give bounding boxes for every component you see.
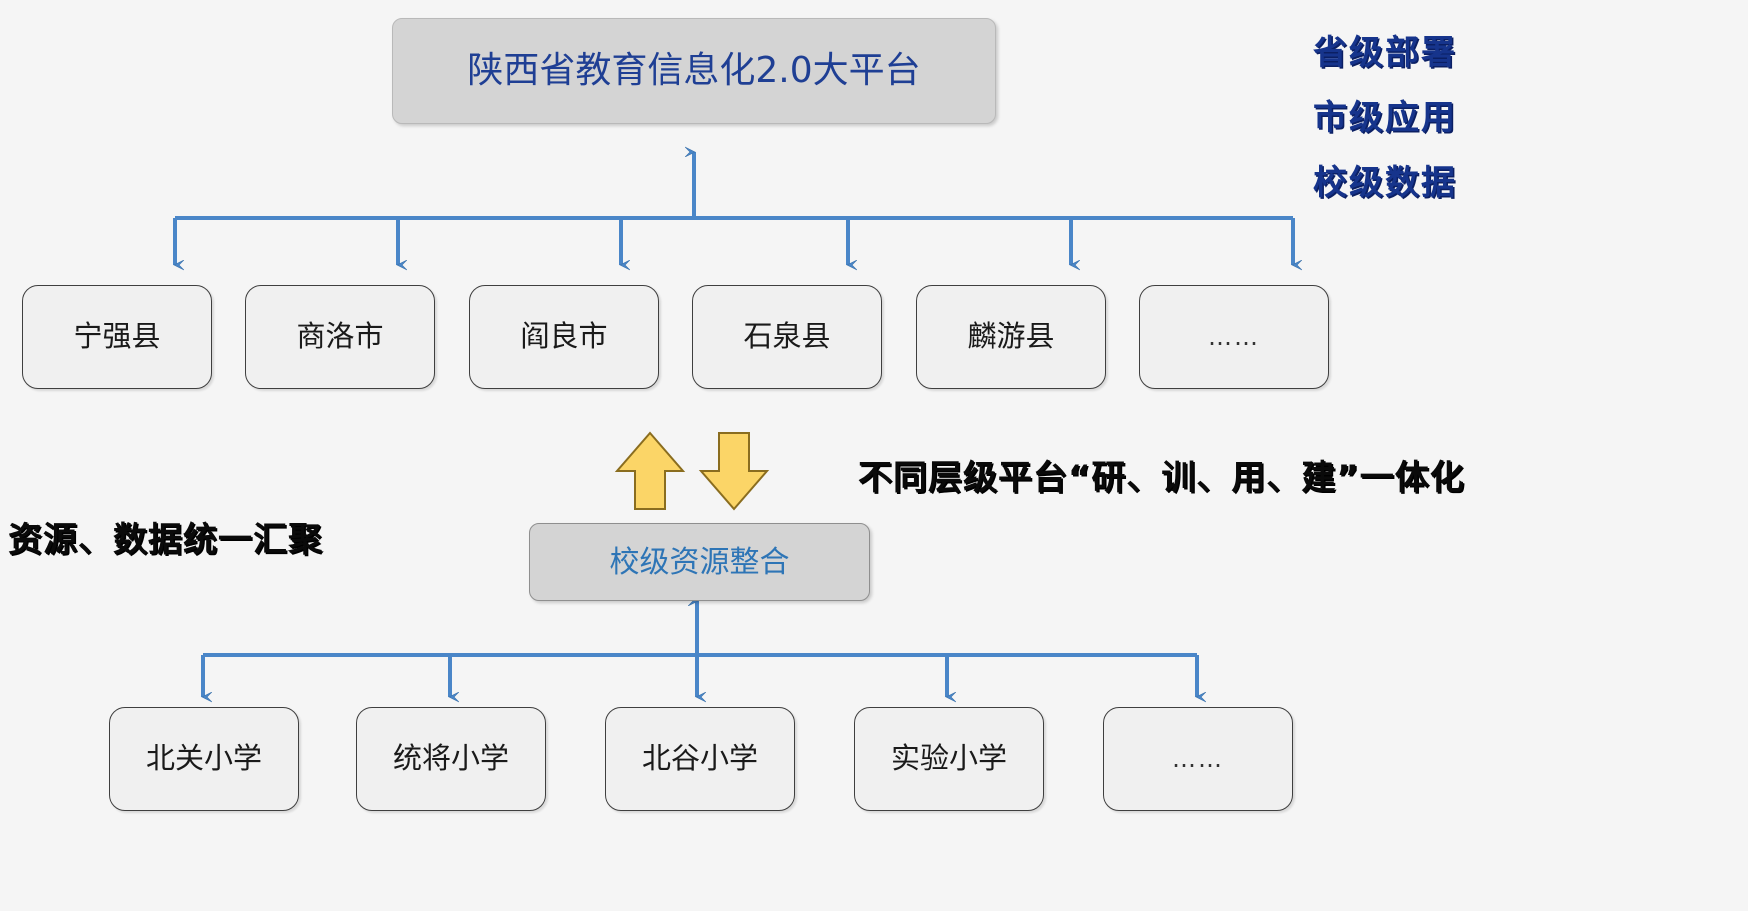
node-school-shiyan[interactable]: 实验小学 bbox=[854, 707, 1044, 811]
node-district-linyou-label: 麟游县 bbox=[967, 319, 1055, 354]
node-school-beigu[interactable]: 北谷小学 bbox=[605, 707, 795, 811]
node-school-more-label: …… bbox=[1172, 744, 1224, 773]
node-district-yanliang[interactable]: 阎良市 bbox=[469, 285, 659, 389]
node-school-more[interactable]: …… bbox=[1103, 707, 1293, 811]
node-school-tongjiang[interactable]: 统将小学 bbox=[356, 707, 546, 811]
node-district-more-label: …… bbox=[1208, 322, 1260, 351]
node-school-resource-integration-label: 校级资源整合 bbox=[609, 544, 790, 580]
node-district-yanliang-label: 阎良市 bbox=[520, 319, 608, 354]
node-school-beigu-label: 北谷小学 bbox=[641, 741, 758, 776]
node-school-beiguan-label: 北关小学 bbox=[145, 741, 262, 776]
node-district-shangluo-label: 商洛市 bbox=[296, 319, 384, 354]
node-district-shangluo[interactable]: 商洛市 bbox=[245, 285, 435, 389]
node-district-more[interactable]: …… bbox=[1139, 285, 1329, 389]
level-label-city: 市级应用 bbox=[1313, 90, 1457, 139]
level-label-school: 校级数据 bbox=[1313, 155, 1457, 204]
caption-resource-aggregation-text: 资源、数据统一汇聚 bbox=[8, 520, 323, 560]
caption-integrated-levels-text: 不同层级平台“研、训、用、建”一体化 bbox=[858, 458, 1465, 498]
level-label-school-text: 校级数据 bbox=[1313, 163, 1457, 203]
up-arrow-icon bbox=[614, 431, 686, 510]
node-province-platform[interactable]: 陕西省教育信息化2.0大平台 bbox=[392, 18, 996, 124]
caption-resource-aggregation: 资源、数据统一汇聚 bbox=[8, 512, 323, 561]
node-district-ningqiang-label: 宁强县 bbox=[73, 319, 161, 354]
level-label-city-text: 市级应用 bbox=[1313, 98, 1457, 138]
node-school-resource-integration[interactable]: 校级资源整合 bbox=[529, 523, 870, 601]
caption-integrated-levels: 不同层级平台“研、训、用、建”一体化 bbox=[858, 450, 1465, 499]
node-school-tongjiang-label: 统将小学 bbox=[392, 741, 509, 776]
node-district-ningqiang[interactable]: 宁强县 bbox=[22, 285, 212, 389]
node-school-shiyan-label: 实验小学 bbox=[890, 741, 1007, 776]
down-arrow-icon bbox=[698, 432, 770, 511]
node-province-platform-label: 陕西省教育信息化2.0大平台 bbox=[467, 50, 921, 92]
node-district-shiquan[interactable]: 石泉县 bbox=[692, 285, 882, 389]
level-label-province: 省级部署 bbox=[1313, 25, 1457, 74]
node-district-linyou[interactable]: 麟游县 bbox=[916, 285, 1106, 389]
level-label-province-text: 省级部署 bbox=[1313, 33, 1457, 73]
node-district-shiquan-label: 石泉县 bbox=[743, 319, 831, 354]
node-school-beiguan[interactable]: 北关小学 bbox=[109, 707, 299, 811]
